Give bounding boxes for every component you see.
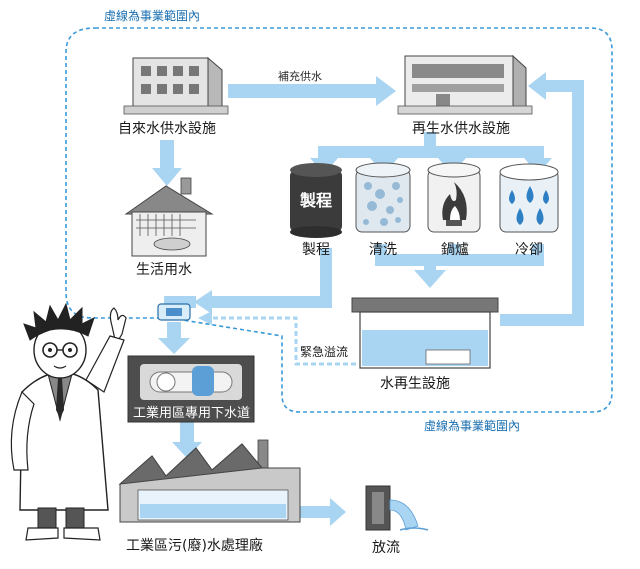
treatment-plant-icon	[118, 439, 301, 523]
regeneration-label: 水再生設施	[380, 376, 450, 392]
boiler-label: 鍋爐	[441, 242, 469, 258]
treatment-plant-label: 工業區污(廢)水處理廠	[126, 537, 263, 554]
supplement-arrow-label: 補充供水	[278, 69, 322, 83]
process-label: 製程	[302, 242, 330, 258]
discharge-outfall-icon	[365, 485, 429, 531]
sewer-box-icon	[127, 355, 255, 423]
boiler-tank-icon	[427, 162, 481, 233]
scientist-character-icon	[10, 302, 127, 541]
boundary-label-top: 虛線為事業範圍內	[104, 8, 200, 23]
domestic-water-house-icon	[124, 177, 214, 257]
flow-arrows	[152, 72, 584, 526]
boundary-label-bottom: 虛線為事業範圍內	[424, 418, 520, 433]
reclaimed-water-label: 再生水供水設施	[412, 121, 510, 137]
domestic-water-label: 生活用水	[136, 262, 192, 278]
process-tank-text: 製程	[299, 191, 332, 210]
tap-water-label: 自來水供水設施	[118, 121, 216, 137]
cooling-label: 冷卻	[515, 242, 543, 258]
sewer-label: 工業用區專用下水道	[133, 405, 250, 421]
washing-tank-icon	[355, 162, 411, 233]
boundary-dashed-line	[65, 27, 613, 413]
emergency-overflow-arrowhead	[198, 311, 212, 325]
process-tank-icon	[290, 163, 342, 238]
washing-label: 清洗	[369, 242, 397, 258]
valve-icon	[157, 303, 191, 321]
regeneration-facility-icon	[351, 297, 499, 369]
tap-water-building-icon	[123, 56, 229, 115]
emergency-overflow-label: 緊急溢流	[300, 344, 348, 359]
cooling-tank-icon	[499, 163, 559, 233]
emergency-overflow-path	[210, 316, 356, 366]
reclaimed-water-building-icon	[397, 54, 533, 115]
discharge-label: 放流	[372, 540, 400, 556]
